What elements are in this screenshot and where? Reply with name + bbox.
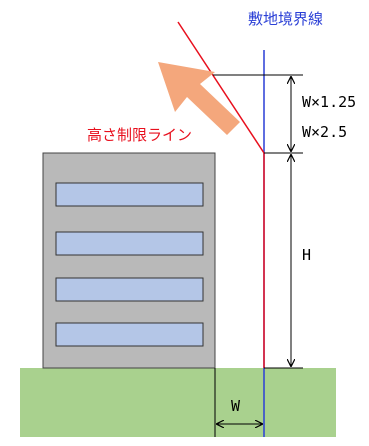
ground bbox=[20, 368, 336, 437]
building-window bbox=[55, 322, 204, 347]
ratio-label-2: W×2.5 bbox=[302, 123, 347, 141]
height-limit-line-label: 高さ制限ライン bbox=[87, 126, 192, 144]
building-window bbox=[55, 231, 204, 256]
ratio-label-1: W×1.25 bbox=[302, 93, 356, 111]
width-label: W bbox=[231, 397, 241, 415]
direction-arrow-icon bbox=[158, 62, 240, 135]
building-window bbox=[55, 277, 204, 302]
building-window bbox=[55, 182, 204, 207]
boundary-line-label: 敷地境界線 bbox=[248, 10, 323, 28]
height-label: H bbox=[302, 246, 311, 264]
